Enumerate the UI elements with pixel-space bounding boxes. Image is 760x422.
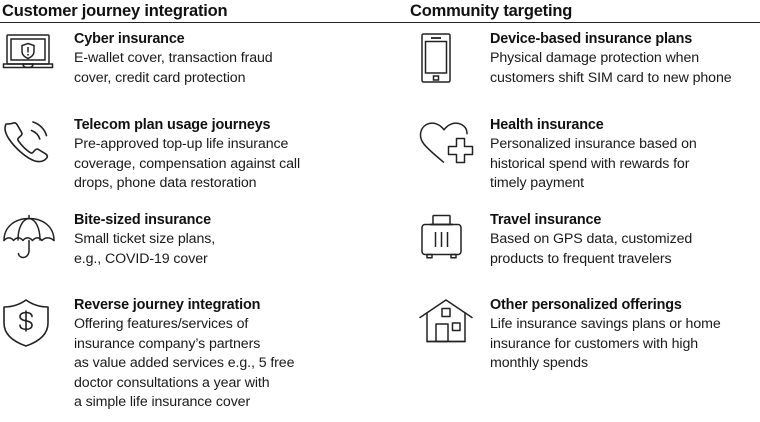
list-item-text: Health insurance Personalized insurance …: [490, 116, 760, 194]
list-item-text: Device-based insurance plans Physical da…: [490, 30, 760, 88]
umbrella-icon: [2, 211, 74, 261]
list-item-title: Cyber insurance: [74, 31, 185, 47]
item-list-right: Device-based insurance plans Physical da…: [410, 21, 760, 416]
item-list-left: Cyber insurance E-wallet cover, transact…: [2, 21, 380, 416]
list-item-description: Offering features/services of insurance …: [74, 316, 295, 411]
list-item-title: Telecom plan usage journeys: [74, 117, 271, 133]
smartphone-icon: [410, 30, 490, 84]
list-item-description: Based on GPS data, customized products t…: [490, 231, 693, 267]
column-customer-journey-integration: Customer journey integration: [0, 0, 380, 416]
house-icon: [410, 296, 490, 344]
list-item: Device-based insurance plans Physical da…: [410, 30, 760, 116]
list-item-text: Other personalized offerings Life insura…: [490, 296, 760, 374]
list-item-title: Travel insurance: [490, 212, 602, 228]
column-header-left: Customer journey integration: [2, 2, 228, 20]
list-item: Reverse journey integration Offering fea…: [2, 296, 380, 416]
phone-call-icon: [2, 116, 74, 166]
list-item-text: Travel insurance Based on GPS data, cust…: [490, 211, 760, 269]
list-item-text: Telecom plan usage journeys Pre-approved…: [74, 116, 380, 194]
list-item-title: Other personalized offerings: [490, 297, 682, 313]
suitcase-icon: [410, 211, 490, 263]
list-item-text: Reverse journey integration Offering fea…: [74, 296, 380, 413]
list-item: Travel insurance Based on GPS data, cust…: [410, 211, 760, 296]
list-item-description: Life insurance savings plans or home ins…: [490, 316, 721, 372]
list-item-description: Physical damage protection when customer…: [490, 50, 732, 86]
list-item-description: Personalized insurance based on historic…: [490, 136, 697, 192]
shield-dollar-icon: [2, 296, 74, 348]
header-divider: [0, 22, 760, 23]
laptop-shield-icon: [2, 30, 74, 74]
list-item-description: Pre-approved top-up life insurance cover…: [74, 136, 301, 192]
list-item-title: Device-based insurance plans: [490, 31, 693, 47]
heart-plus-icon: [410, 116, 490, 168]
list-item-title: Bite-sized insurance: [74, 212, 211, 228]
column-community-targeting: Community targeting Device-based insuran…: [380, 0, 760, 416]
list-item: Other personalized offerings Life insura…: [410, 296, 760, 416]
column-header-right: Community targeting: [410, 2, 573, 20]
list-item-title: Health insurance: [490, 117, 604, 133]
list-item-text: Cyber insurance E-wallet cover, transact…: [74, 30, 380, 88]
list-item: Bite-sized insurance Small ticket size p…: [2, 211, 380, 296]
list-item: Cyber insurance E-wallet cover, transact…: [2, 30, 380, 116]
list-item-text: Bite-sized insurance Small ticket size p…: [74, 211, 380, 269]
list-item-title: Reverse journey integration: [74, 297, 261, 313]
list-item-description: E-wallet cover, transaction fraud cover,…: [74, 50, 273, 86]
list-item: Health insurance Personalized insurance …: [410, 116, 760, 211]
list-item-description: Small ticket size plans, e.g., COVID-19 …: [74, 231, 216, 267]
list-item: Telecom plan usage journeys Pre-approved…: [2, 116, 380, 211]
